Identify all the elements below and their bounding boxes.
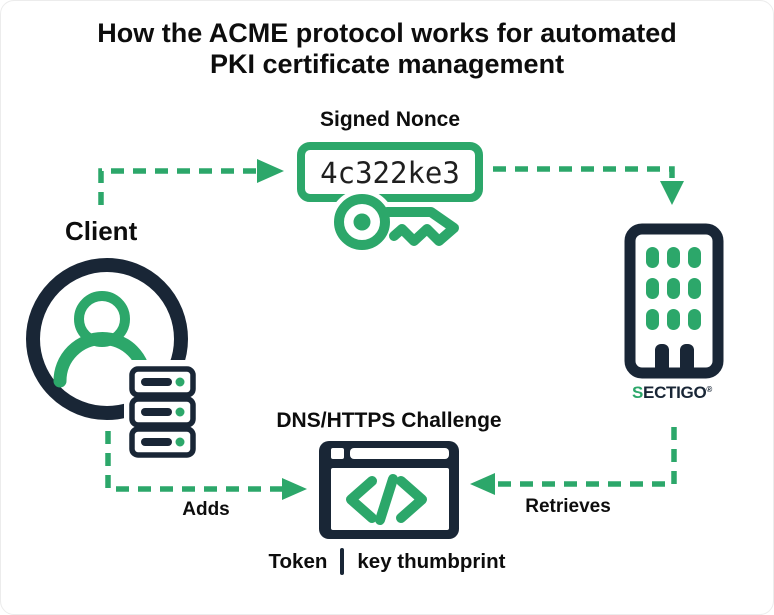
- adds-edge-label: Adds: [182, 499, 230, 520]
- title-line-1: How the ACME protocol works for automate…: [97, 18, 677, 48]
- diagram-title: How the ACME protocol works for automate…: [1, 18, 773, 80]
- code-icon: [346, 474, 427, 525]
- sectigo-logo: SECTIGO®: [617, 383, 727, 403]
- nonce-box: [297, 142, 483, 202]
- token-label: Token: [268, 549, 328, 573]
- registered-mark: ®: [706, 385, 713, 394]
- arrow-nonce-to-ca: [493, 166, 684, 205]
- challenge-label: DNS/HTTPS Challenge: [276, 409, 502, 432]
- ca-building-icon: [624, 223, 724, 379]
- arrow-ca-to-challenge: [470, 427, 677, 495]
- client-label: Client: [65, 216, 138, 246]
- token-thumbprint-caption: Token key thumbprint: [1, 548, 773, 575]
- retrieves-edge-label: Retrieves: [525, 496, 611, 517]
- server-stack-icon: [124, 360, 200, 461]
- sectigo-logo-s: S: [631, 383, 644, 402]
- key-thumbprint-label: key thumbprint: [357, 549, 506, 573]
- nonce-value: 4c322ke3: [320, 156, 460, 190]
- key-icon: [329, 189, 464, 255]
- browser-window-icon: [319, 441, 459, 539]
- arrow-client-to-nonce: [98, 159, 284, 205]
- signed-nonce-label: Signed Nonce: [319, 108, 461, 131]
- sectigo-logo-rest: ECTIGO: [643, 383, 707, 402]
- title-line-2: PKI certificate management: [209, 49, 565, 79]
- arrow-client-to-challenge: [105, 431, 307, 500]
- caption-divider: [340, 548, 345, 575]
